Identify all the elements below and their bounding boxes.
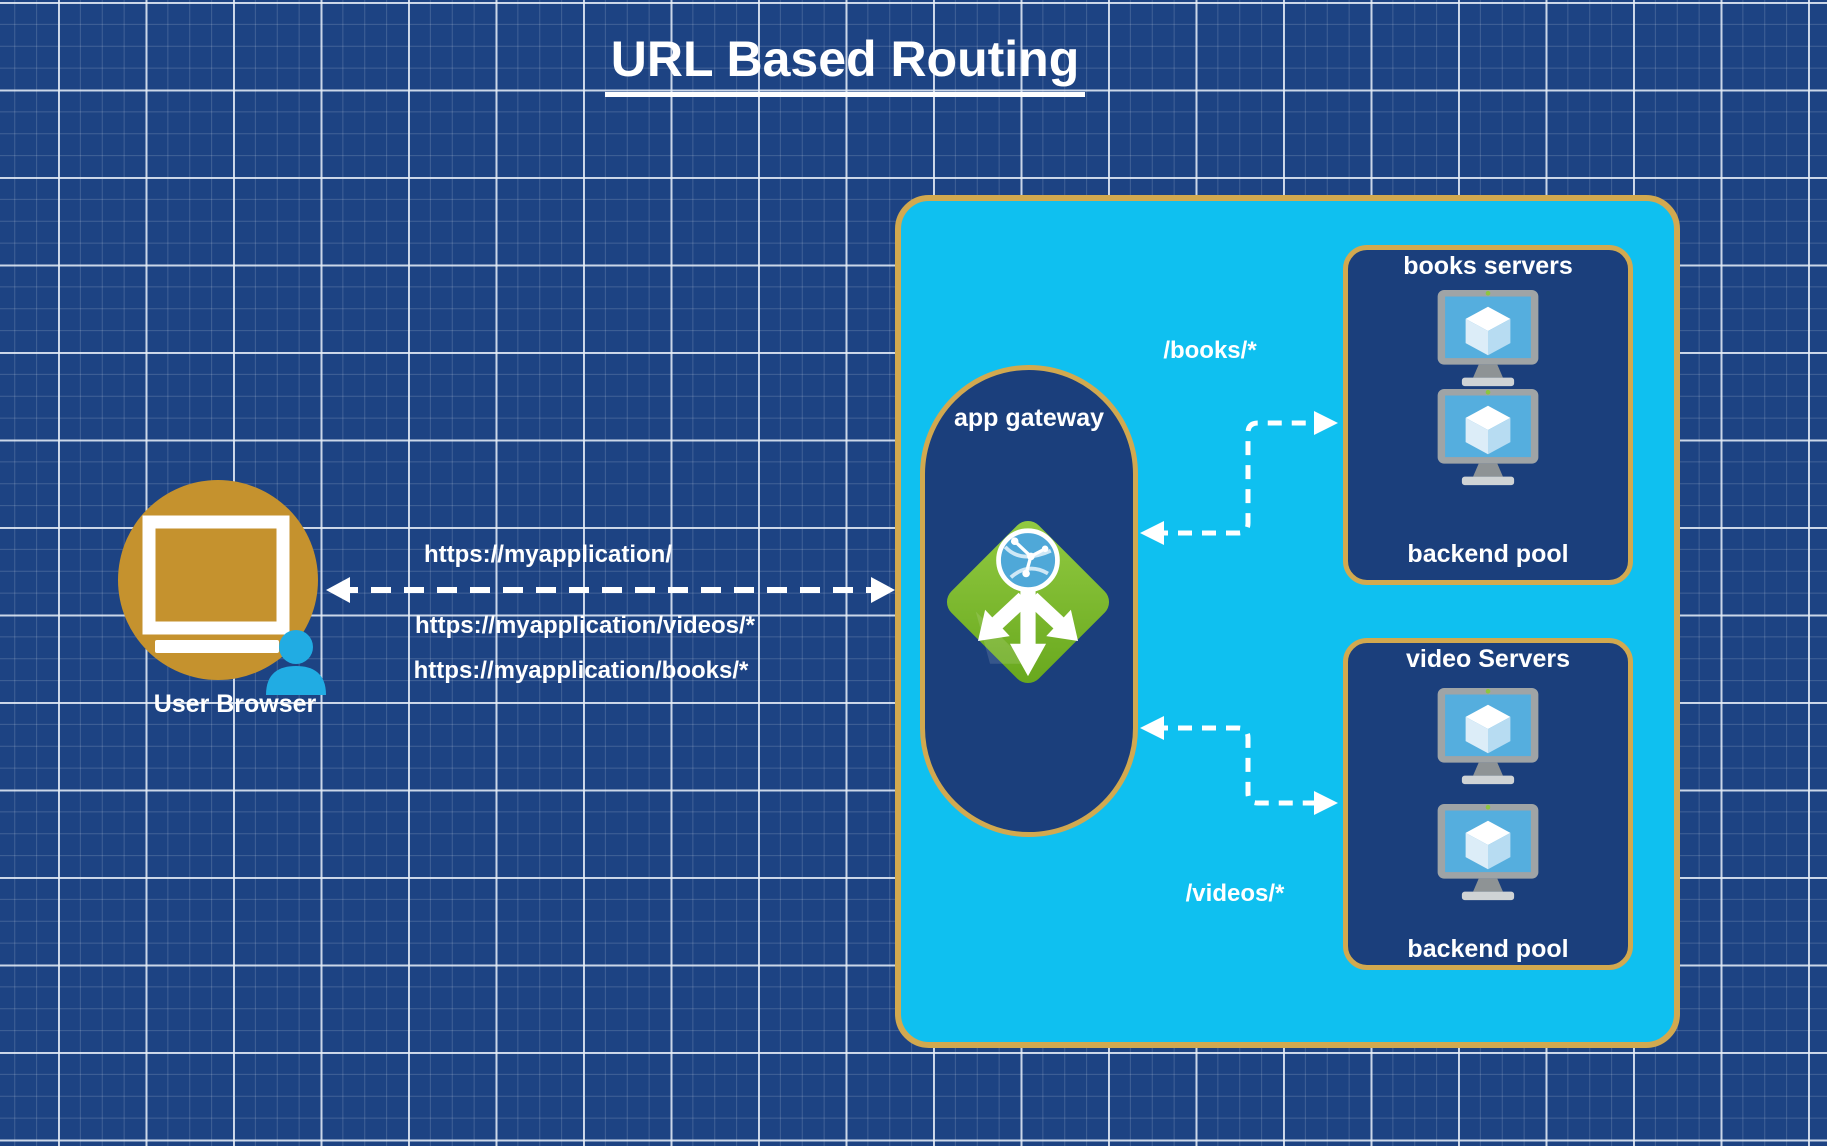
books-pool-caption: backend pool — [1407, 540, 1569, 568]
virtual-machine-icon — [1432, 688, 1544, 785]
virtual-machine-icon — [1432, 389, 1544, 486]
person-icon — [266, 630, 326, 695]
monitor-icon — [142, 515, 290, 653]
books-pool-title: books servers — [1403, 252, 1573, 280]
books-route-label: /books/* — [1163, 337, 1257, 364]
main-request-arrow — [326, 577, 895, 603]
app-gateway-label: app gateway — [953, 404, 1105, 432]
request-url-books: https://myapplication/books/* — [413, 657, 749, 684]
application-gateway-icon — [946, 520, 1110, 684]
user-browser-icon — [118, 480, 326, 695]
videos-route-label: /videos/* — [1185, 880, 1285, 907]
request-url-videos: https://myapplication/videos/* — [414, 612, 756, 639]
virtual-machine-icon — [1432, 290, 1544, 387]
virtual-machine-icon — [1432, 804, 1544, 901]
user-browser-label: User Browser — [153, 690, 317, 718]
videos-pool-caption: backend pool — [1407, 935, 1569, 963]
request-url-root: https://myapplication/ — [423, 541, 672, 568]
videos-pool-title: video Servers — [1406, 645, 1570, 673]
route-arrows-icon — [977, 584, 1079, 677]
globe-icon — [996, 528, 1060, 593]
page-title: URL Based Routing — [520, 30, 1170, 97]
